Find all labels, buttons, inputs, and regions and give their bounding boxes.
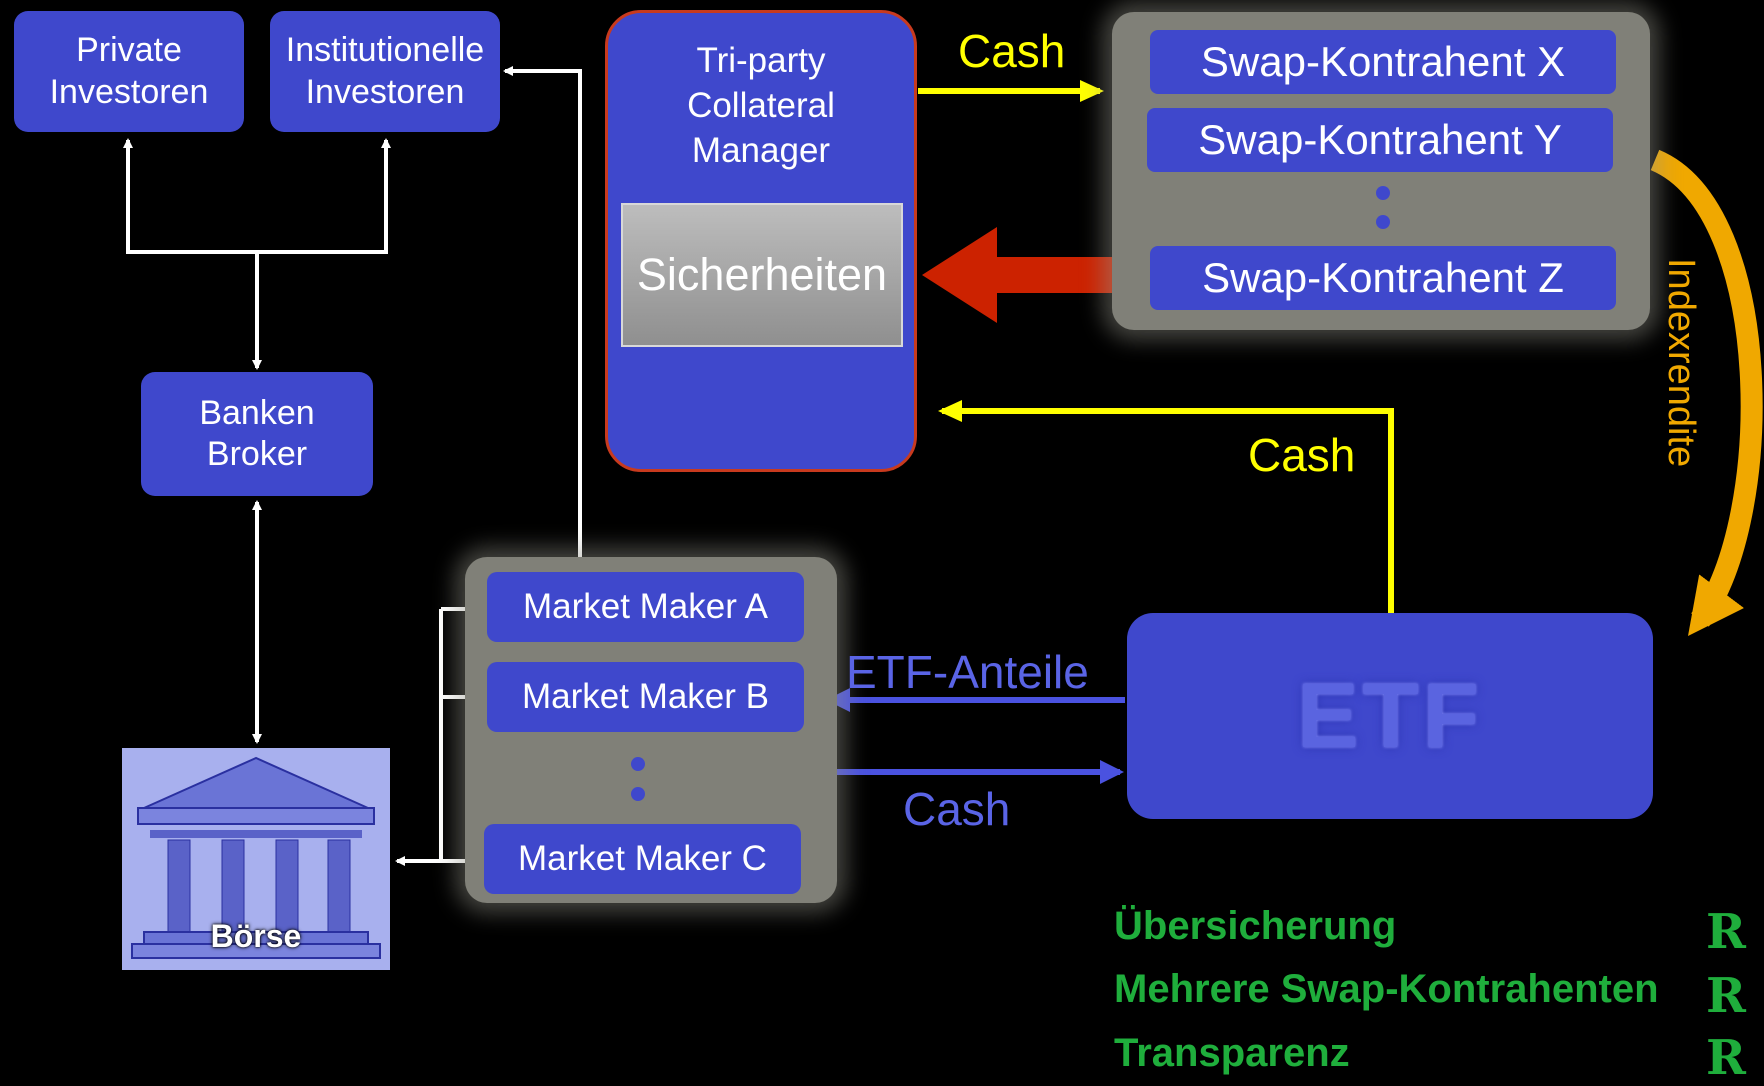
market-maker-b: Market Maker B [487,662,804,732]
mm-ellipsis [631,787,645,801]
criterion-transparency: Transparenz [1114,1031,1350,1075]
collateral-arrow [922,227,1112,323]
cash-from-etf-arrow [938,400,1394,613]
swap-counterparty-z: Swap-Kontrahent Z [1150,246,1616,310]
collateral-manager-title: Tri-party Collateral Manager [687,41,835,170]
criterion-overcollateralisation: Übersicherung [1114,904,1397,948]
etf-box: ETF [1127,613,1653,819]
exchange-building-icon [131,756,381,959]
banks-broker-box: Banken Broker [141,372,373,496]
institutional-investors-box: Institutionelle Investoren [270,11,500,132]
exchange-label: Börse [210,918,302,954]
swap-ellipsis [1376,186,1390,200]
swap-counterparty-y: Swap-Kontrahent Y [1147,108,1613,172]
index-return-arrow [1650,149,1763,637]
collateral-manager-box: Tri-party Collateral Manager Sicherheite… [605,10,917,472]
swap-ellipsis [1376,215,1390,229]
cash-to-etf-label: Cash [903,783,1011,835]
market-maker-a: Market Maker A [487,572,804,642]
etf-shares-label: ETF-Anteile [846,646,1089,698]
cash-to-swap-label: Cash [958,25,1066,77]
etf-label: ETF [1297,664,1483,767]
criterion-multiple-counterparties: Mehrere Swap-Kontrahenten [1114,967,1659,1011]
private-investors-box: Private Investoren [14,11,244,132]
swap-counterparty-x: Swap-Kontrahent X [1150,30,1616,94]
mm-ellipsis [631,757,645,771]
criterion-check-mark: R [1706,968,1746,1024]
market-maker-c: Market Maker C [484,824,801,894]
criterion-check-mark: R [1706,904,1746,960]
cash-from-etf-label: Cash [1248,429,1356,481]
index-return-label: Indexrendite [1660,258,1702,468]
securities-box: Sicherheiten [621,203,903,347]
criterion-check-mark: R [1706,1030,1746,1086]
investor-connector [123,138,391,254]
institutional-mm-link [503,66,585,568]
exchange-box: Börse [122,748,390,970]
